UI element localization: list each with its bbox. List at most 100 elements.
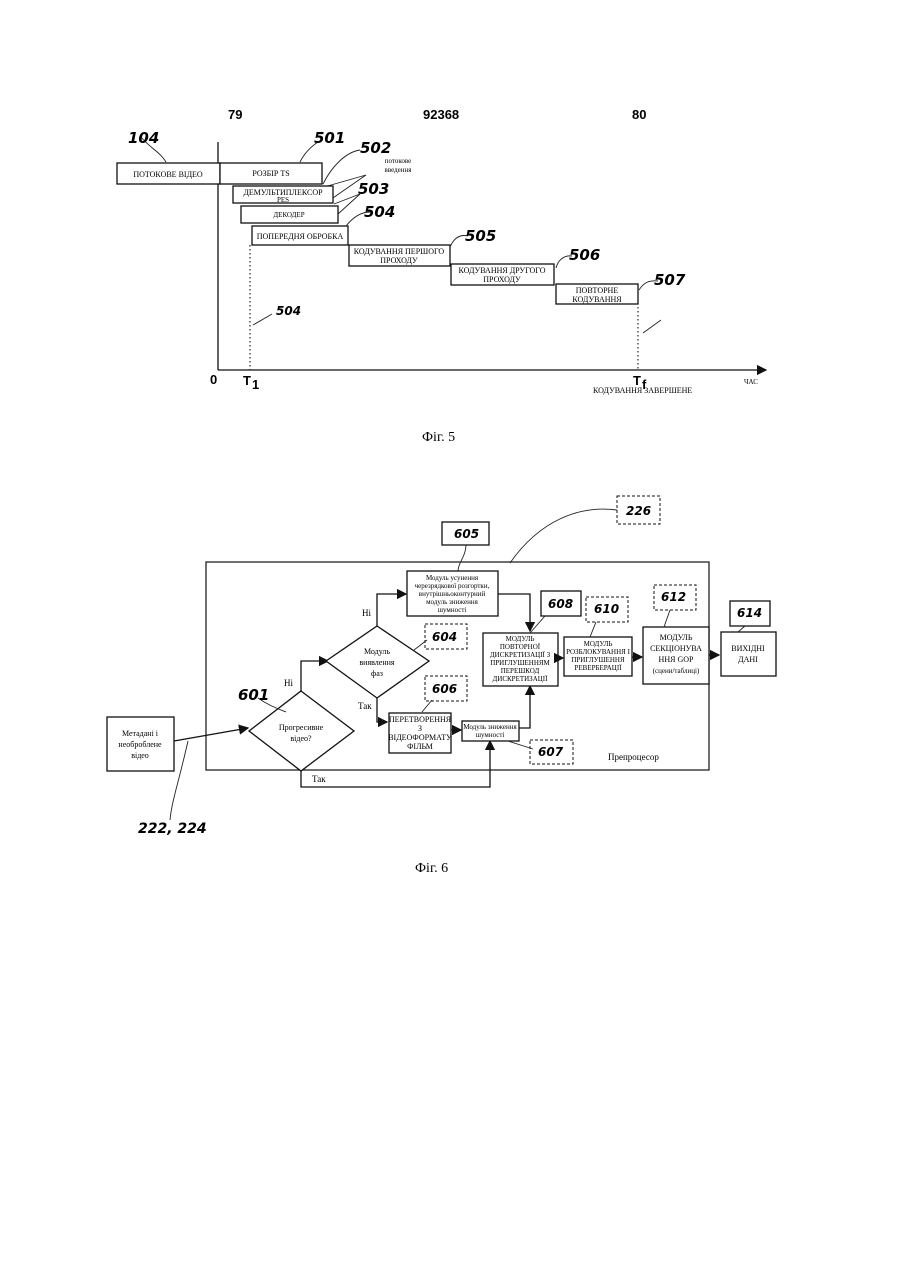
metadata-line1: Метадані і bbox=[122, 729, 159, 738]
ref-605: 605 bbox=[454, 527, 479, 541]
fig6-diagram: Препроцесор 226 Метадані і необроблене в… bbox=[107, 496, 776, 837]
streaming-video-label: ПОТОКОВЕ ВІДЕО bbox=[133, 170, 203, 179]
ref-604: 604 bbox=[432, 630, 457, 644]
fig5-stray-tick bbox=[643, 320, 661, 333]
resample-line2: ПОВТОРНОЇ bbox=[500, 643, 541, 651]
deblock-line4: РЕВЕРБЕРАЦІЇ bbox=[574, 664, 622, 672]
resample-line6: ДИСКРЕТИЗАЦІЇ bbox=[493, 675, 549, 683]
fig5-caption: Фіг. 5 bbox=[422, 430, 455, 445]
ref-226-leader bbox=[510, 509, 617, 563]
film-line4: ФІЛЬМ bbox=[407, 742, 433, 751]
ref-506: 506 bbox=[569, 246, 600, 264]
gop-line1: МОДУЛЬ bbox=[660, 633, 693, 642]
resample-line3: ДИСКРЕТИЗАЦІЇ З bbox=[490, 651, 551, 659]
phase-line1: Модуль bbox=[364, 647, 390, 656]
ref-501: 501 bbox=[314, 129, 345, 147]
ref-606-leader bbox=[422, 700, 432, 712]
ref-505: 505 bbox=[465, 227, 496, 245]
resample-line5: ПЕРЕШКОД bbox=[501, 667, 540, 675]
encoding-done-label: КОДУВАННЯ ЗАВЕРШЕНЕ bbox=[593, 386, 692, 395]
ref-503: 503 bbox=[358, 180, 389, 198]
reencode-line2: КОДУВАННЯ bbox=[572, 295, 622, 304]
ref-504-top: 504 bbox=[364, 203, 395, 221]
ref-606: 606 bbox=[432, 682, 457, 696]
fig6-caption: Фіг. 6 bbox=[415, 861, 448, 876]
ref-610: 610 bbox=[594, 602, 619, 616]
no-arrow-to-deinterlace bbox=[377, 594, 406, 626]
no-label-left: Ні bbox=[284, 678, 293, 688]
deinterlacer-line1: Модуль усунення bbox=[426, 574, 479, 582]
phase-line3: фаз bbox=[371, 669, 383, 678]
parse-ts-label: РОЗБІР TS bbox=[252, 169, 289, 178]
ref-612: 612 bbox=[661, 590, 686, 604]
no-label-top: Ні bbox=[362, 608, 371, 618]
ref-607-leader bbox=[508, 741, 533, 749]
reencode-line1: ПОВТОРНЕ bbox=[576, 286, 619, 295]
ref-614: 614 bbox=[737, 606, 762, 620]
noise-line1: Модуль зниження bbox=[463, 723, 517, 731]
time-axis-label: ЧАС bbox=[744, 378, 758, 386]
progressive-line2: відео? bbox=[290, 734, 312, 743]
ref-612-leader bbox=[664, 610, 670, 627]
t1-subscript: 1 bbox=[252, 377, 259, 392]
gop-line3: ННЯ GOP bbox=[659, 655, 694, 664]
header-page-left: 79 bbox=[228, 107, 242, 122]
ref-504b-leader bbox=[253, 314, 272, 325]
header-page-right: 80 bbox=[632, 107, 646, 122]
metadata-line3: відео bbox=[131, 751, 149, 760]
decoder-label: ДЕКОДЕР bbox=[273, 211, 304, 219]
output-line2: ДАНІ bbox=[738, 655, 758, 664]
ref-502-leader bbox=[323, 150, 360, 184]
ref-104: 104 bbox=[128, 129, 159, 147]
deinterlacer-to-resample-arrow bbox=[498, 594, 530, 631]
metadata-line2: необроблене bbox=[118, 740, 162, 749]
ref-222-224: 222, 224 bbox=[138, 821, 207, 837]
output-line1: ВИХІДНІ bbox=[731, 644, 765, 653]
ref-610-leader bbox=[590, 622, 596, 637]
streaming-input-line1: потокове bbox=[385, 157, 412, 165]
gop-line2: СЕКЦІОНУВА bbox=[650, 644, 702, 653]
input-arrow bbox=[174, 728, 248, 741]
resample-line1: МОДУЛЬ bbox=[506, 635, 535, 643]
progressive-line1: Прогресивне bbox=[279, 723, 324, 732]
yes-arrow-to-film bbox=[377, 698, 387, 722]
header-patent-number: 92368 bbox=[423, 107, 459, 122]
demux-label-line2: PES bbox=[277, 196, 289, 204]
deinterlacer-line3: внутрішньоконтурний bbox=[419, 590, 486, 598]
ref-608: 608 bbox=[548, 597, 573, 611]
ref-601: 601 bbox=[238, 686, 269, 704]
gop-line4: (сцени/таблиці) bbox=[653, 667, 700, 675]
first-pass-line2: ПРОХОДУ bbox=[380, 256, 418, 265]
deinterlacer-line5: шумності bbox=[438, 606, 467, 614]
fig5-diagram: ПОТОКОВЕ ВІДЕО 104 РОЗБІР TS 501 502 пот… bbox=[117, 129, 766, 395]
yes-label-bottom: Так bbox=[312, 774, 326, 784]
ref-605-leader bbox=[458, 545, 466, 571]
ref-507: 507 bbox=[654, 271, 686, 289]
film-line1: ПЕРЕТВОРЕННЯ bbox=[389, 715, 452, 724]
ref-504-lower: 504 bbox=[276, 304, 301, 318]
film-line2: З bbox=[418, 724, 422, 733]
first-pass-line1: КОДУВАННЯ ПЕРШОГО bbox=[354, 247, 445, 256]
ref-226: 226 bbox=[626, 504, 651, 518]
deinterlacer-line2: черезрядкової розгортки, bbox=[415, 582, 490, 590]
deblock-line2: РОЗБЛОКУВАННЯ І bbox=[566, 648, 630, 656]
no-arrow-to-phase bbox=[301, 661, 328, 691]
output-box bbox=[721, 632, 776, 676]
deinterlacer-line4: модуль зниження bbox=[426, 598, 479, 606]
yes-label-mid: Так bbox=[358, 701, 372, 711]
noise-to-resample-arrow bbox=[519, 686, 530, 728]
noise-line2: шумності bbox=[476, 731, 505, 739]
second-pass-line2: ПРОХОДУ bbox=[483, 275, 521, 284]
phase-line2: виявлення bbox=[359, 658, 395, 667]
deblock-line3: ПРИГЛУШЕННЯ bbox=[571, 656, 625, 664]
film-line3: ВІДЕОФОРМАТУ bbox=[388, 733, 452, 742]
preprocessing-label: ПОПЕРЕДНЯ ОБРОБКА bbox=[257, 232, 344, 241]
streaming-input-line2: введення bbox=[385, 166, 413, 174]
deblock-line1: МОДУЛЬ bbox=[584, 640, 613, 648]
axis-zero: 0 bbox=[210, 372, 217, 387]
t1-label: T bbox=[243, 373, 251, 388]
resample-line4: ПРИГЛУШЕННЯМ bbox=[490, 659, 550, 667]
ref-502: 502 bbox=[360, 139, 391, 157]
ref-614-leader bbox=[738, 626, 745, 632]
